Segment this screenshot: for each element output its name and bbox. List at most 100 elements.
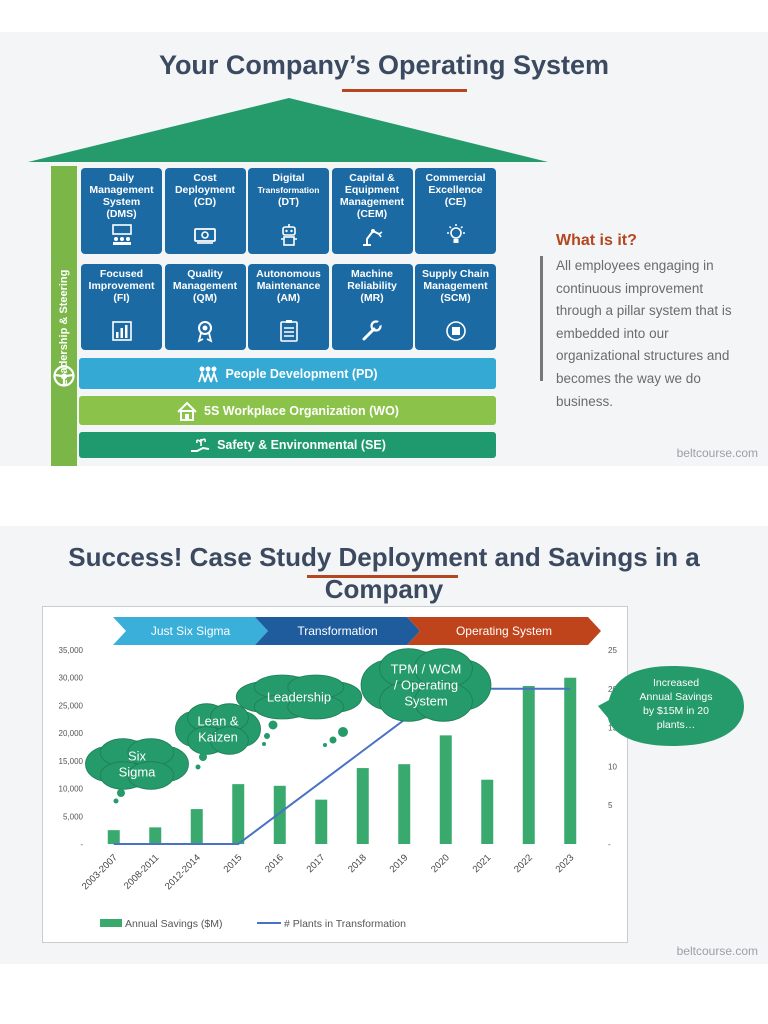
phase-label-2: Operating System [456,624,552,638]
foundation-bar-label: People Development (PD) [225,366,378,381]
phase-label-1: Transformation [297,624,377,638]
callout-text: Increased [653,677,699,689]
cloud-text: / Operating [394,678,458,693]
x-tick: 2020 [429,852,452,875]
slide2-watermark: beltcourse.com [676,944,758,958]
foundation-bar-0: People Development (PD) [79,358,496,389]
y-left-tick: 20,000 [59,729,84,738]
savings-bar [315,799,328,844]
savings-bar [439,735,452,844]
cloud-tail-dot [117,789,125,797]
cloud-text: Lean & [197,714,239,729]
y-right-tick: 5 [608,801,613,810]
ribbon-icon [197,321,213,343]
callout-text: by $15M in 20 [643,705,709,717]
cloud-leadership: Leadership [235,674,363,720]
savings-bar [564,677,577,844]
phase-chevron-1 [255,617,420,645]
x-tick: 2019 [388,852,411,875]
slide1-title: Your Company’s Operating System [158,50,610,80]
savings-bar [232,784,245,844]
phase-label-0: Just Six Sigma [151,624,231,638]
savings-bar [107,830,120,844]
cloud-tail-dot [323,743,327,747]
legend-bar-swatch [100,919,122,927]
cloud-tail-dot [262,742,266,746]
x-tick: 2018 [346,852,369,875]
cloud-text: System [404,694,447,709]
foundation-bar-1: 5S Workplace Organization (WO) [79,396,496,425]
cloud-lean-kaizen: Lean &Kaizen [175,703,261,755]
leadership-steering-bar [51,166,77,466]
y-right-tick: 25 [608,646,617,655]
savings-chart-svg: Just Six Sigma Transformation Operating Sy… [59,617,617,930]
y-left-tick: 30,000 [59,674,84,683]
cloud-text: Leadership [267,690,331,705]
people-board-icon [111,224,132,245]
callout-text: Annual Savings [640,691,713,703]
y-right-tick: 10 [608,762,617,771]
savings-bar [149,827,162,844]
cloud-text: Kaizen [198,730,238,745]
steering-wheel-icon [53,365,75,387]
slide2-title-underline [307,575,458,578]
cloud-tail-dot [199,753,207,761]
x-tick: 2021 [471,852,494,875]
savings-bar [356,768,369,844]
savings-bar [273,785,286,844]
y-left-tick: 5,000 [63,812,84,821]
box-cycle-icon [445,321,466,341]
y-left-tick: 15,000 [59,757,84,766]
cloud-text: Six [128,749,147,764]
phase-chevron-0 [113,617,268,645]
cloud-tail-dot [195,764,201,770]
people-icon [198,366,219,382]
y-left-tick: - [80,840,83,849]
legend-bar-label: Annual Savings ($M) [125,918,222,930]
bar-chart-icon [111,321,132,341]
hand-plant-icon [191,438,210,452]
y-left-tick: 10,000 [59,785,84,794]
x-tick: 2015 [222,852,245,875]
lightbulb-icon [446,224,465,243]
y-left-tick: 25,000 [59,701,84,710]
cloud-tail-dot [329,736,337,744]
x-tick: 2003-2007 [80,852,120,892]
what-is-it-heading: What is it? [556,232,637,249]
x-tick: 2023 [554,852,577,875]
money-icon [194,228,216,244]
slide1-watermark: beltcourse.com [676,446,758,460]
y-right-tick: - [608,840,611,849]
cloud-tail-dot [264,733,270,739]
robot-arm-icon [363,229,383,246]
savings-bar [190,809,203,844]
checklist-icon [279,320,298,342]
cloud-text: TPM / WCM [391,662,462,677]
cloud-tail-dot [338,727,348,737]
savings-bar [481,779,494,844]
plants-line [113,687,571,845]
house-roof [28,98,548,162]
y-right-tick: 15 [608,724,617,733]
cloud-tail-dot [268,720,278,730]
slide2-title-line1: Success! Case Study Deployment and Savin… [68,542,700,572]
cloud-text: Sigma [119,765,157,780]
phase-chevron-2 [407,617,601,645]
